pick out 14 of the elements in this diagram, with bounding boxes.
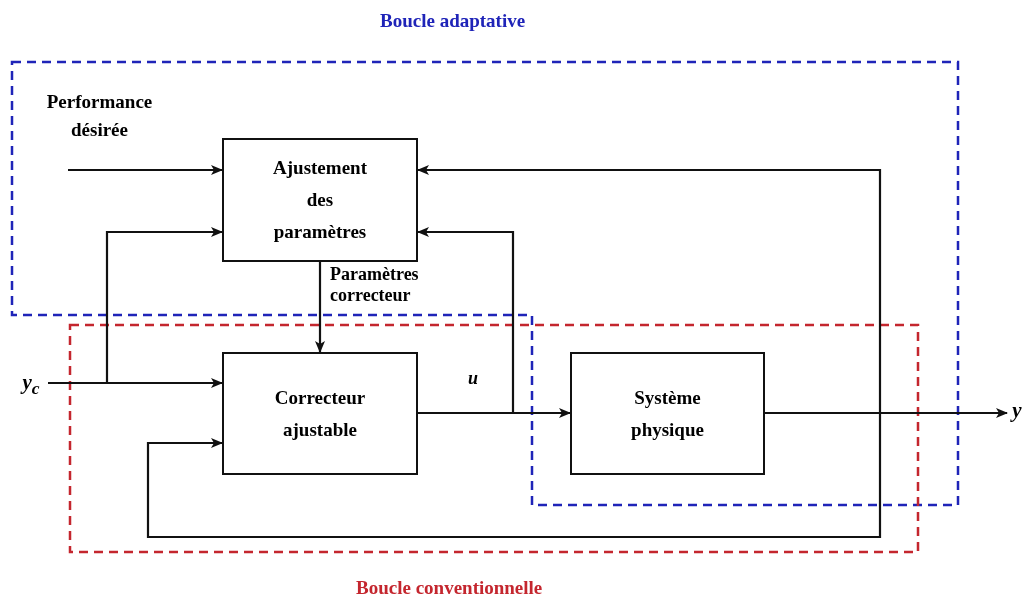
arrow [417,165,882,415]
block-box: Correcteur ajustable [222,352,418,475]
input-label: Performance désirée [45,90,154,142]
arrow [68,165,223,175]
arrow [417,227,515,415]
loop-title: Boucle conventionnelle [356,577,543,599]
block-box: Ajustement des paramètres [222,138,418,262]
signal-label: y$_{c}$ [19,369,41,401]
arrow [48,378,223,388]
block-box: Système physique [570,352,765,475]
loop-title: Boucle adaptative [380,10,526,32]
arrow [315,262,325,353]
arrow [146,411,882,539]
signal-label: y [1009,397,1023,424]
